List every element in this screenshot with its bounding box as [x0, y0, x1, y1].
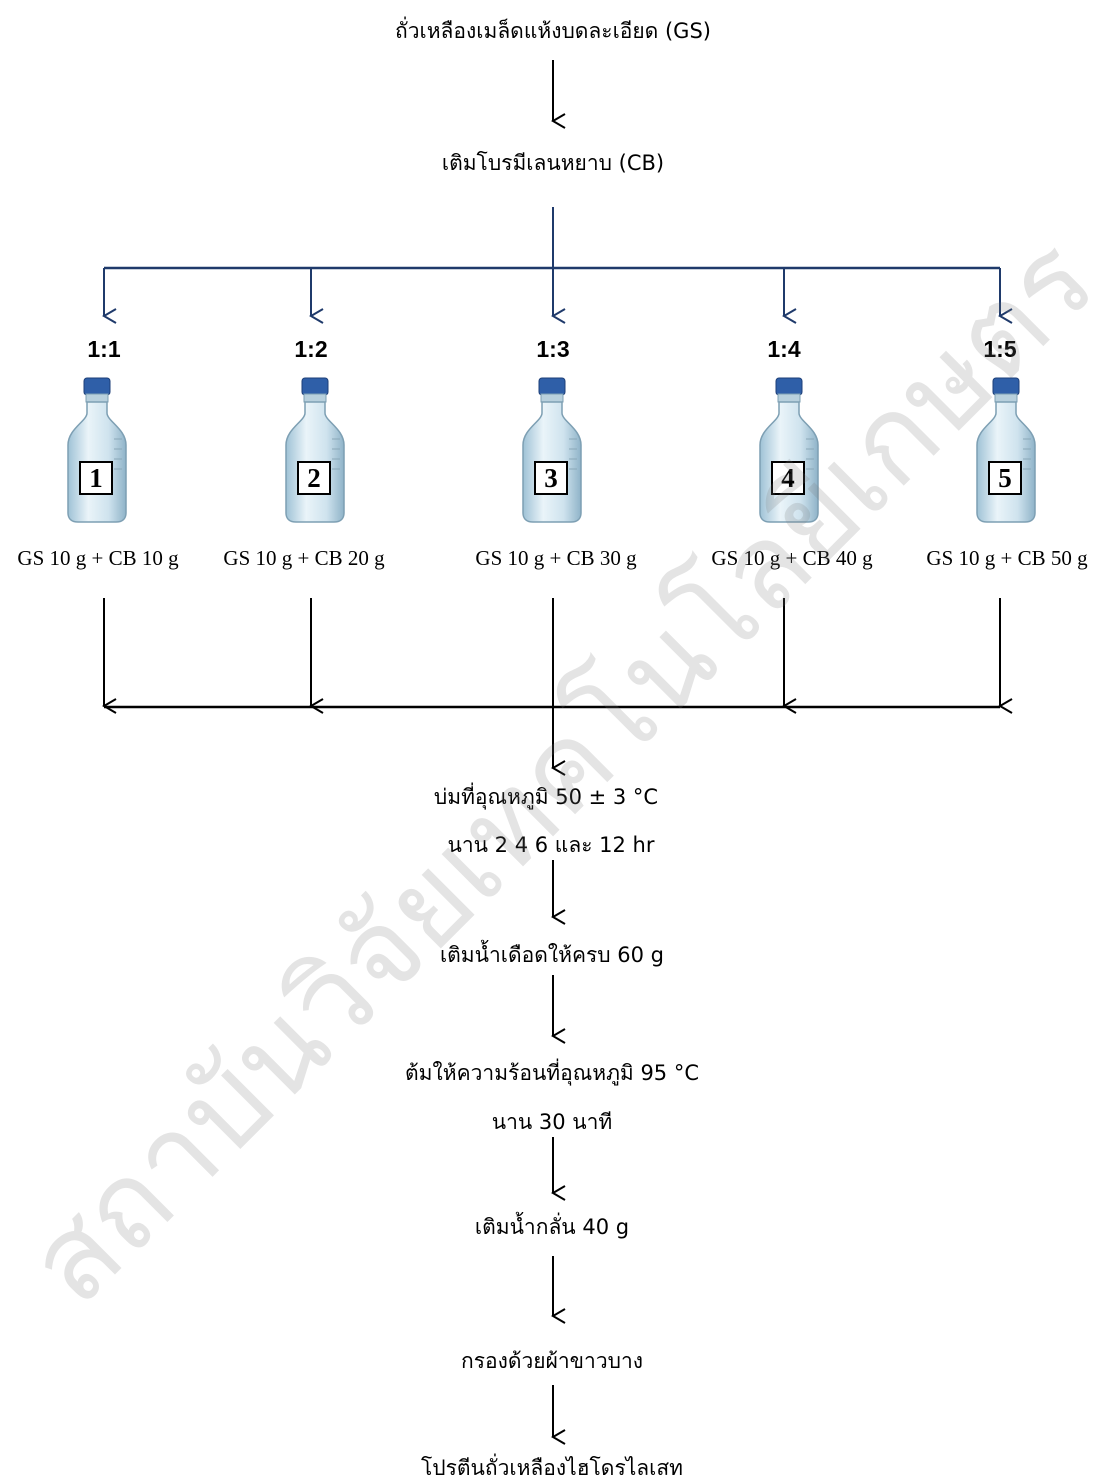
bottle-5: 5: [973, 377, 1039, 523]
ratio-label-3: 1:3: [536, 336, 569, 362]
bottle-icon: [64, 377, 130, 523]
bottle-number-4: 4: [771, 461, 805, 495]
step-incubate-temp: บ่มที่อุณหภูมิ 50 ± 3 °C: [434, 784, 658, 810]
step-incubate-time: นาน 2 4 6 และ 12 hr: [448, 832, 655, 858]
bottle-number-1: 1: [79, 461, 113, 495]
step-add-distilled-water: เติมน้ำกลั่น 40 g: [475, 1214, 629, 1240]
bottle-2: 2: [282, 377, 348, 523]
ratio-label-4: 1:4: [767, 336, 800, 362]
step-start: ถั่วเหลืองเมล็ดแห้งบดละเอียด (GS): [395, 18, 711, 44]
formula-2: GS 10 g + CB 20 g: [223, 546, 384, 570]
step-heat-time: นาน 30 นาที: [492, 1109, 613, 1135]
step-add-enzyme: เติมโบรมีเลนหยาบ (CB): [442, 150, 664, 176]
bottle-number-2: 2: [297, 461, 331, 495]
bottle-number-3: 3: [534, 461, 568, 495]
ratio-label-2: 1:2: [294, 336, 327, 362]
step-filter: กรองด้วยผ้าขาวบาง: [461, 1348, 643, 1374]
bottle-icon: [756, 377, 822, 523]
formula-3: GS 10 g + CB 30 g: [475, 546, 636, 570]
bottle-number-5: 5: [988, 461, 1022, 495]
bottle-icon: [519, 377, 585, 523]
formula-5: GS 10 g + CB 50 g: [926, 546, 1087, 570]
bottle-1: 1: [64, 377, 130, 523]
bottle-icon: [282, 377, 348, 523]
formula-4: GS 10 g + CB 40 g: [711, 546, 872, 570]
bottle-4: 4: [756, 377, 822, 523]
step-heat-temp: ต้มให้ความร้อนที่อุณหภูมิ 95 °C: [405, 1060, 699, 1086]
bottle-3: 3: [519, 377, 585, 523]
ratio-label-5: 1:5: [983, 336, 1016, 362]
step-add-boiling-water: เติมน้ำเดือดให้ครบ 60 g: [440, 942, 664, 968]
bottle-icon: [973, 377, 1039, 523]
ratio-label-1: 1:1: [87, 336, 120, 362]
step-product: โปรตีนถั่วเหลืองไฮโดรไลเสท: [421, 1455, 683, 1481]
formula-1: GS 10 g + CB 10 g: [17, 546, 178, 570]
